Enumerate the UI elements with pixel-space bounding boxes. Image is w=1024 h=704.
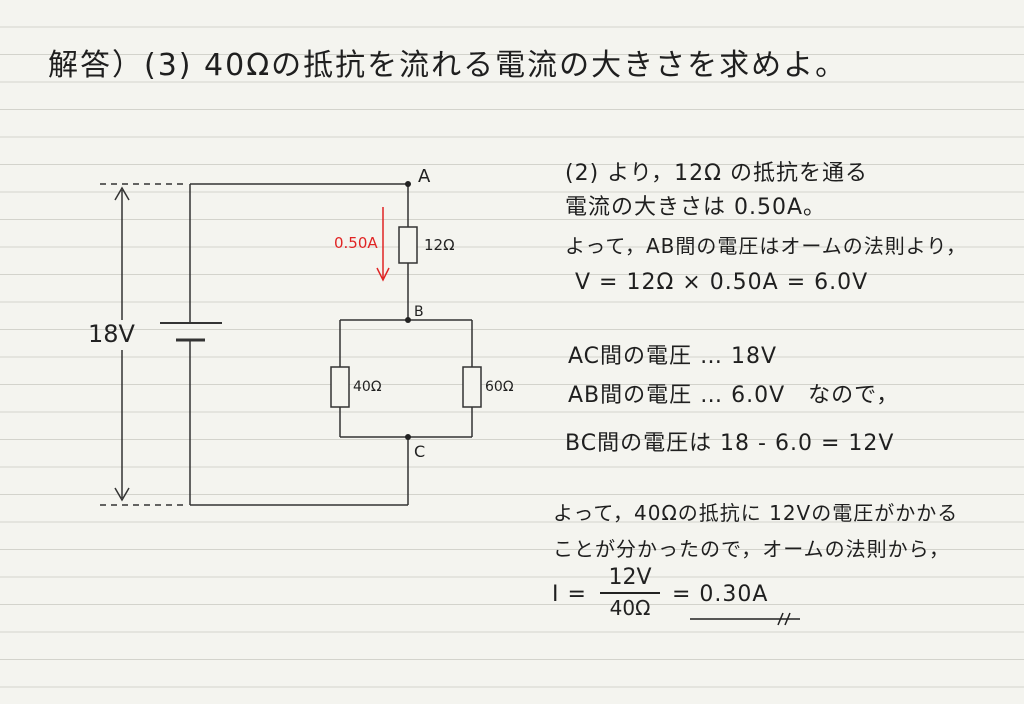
answer-underline — [690, 612, 800, 626]
label-r60: 60Ω — [485, 379, 514, 395]
current-arrow-head — [376, 267, 390, 282]
resistor-12 — [398, 226, 418, 264]
label-a: A — [418, 166, 431, 187]
fraction-bar — [600, 592, 660, 594]
node-c — [405, 434, 411, 440]
fraction-denominator: 40Ω — [609, 595, 651, 620]
explanation-line-4: よって，40Ωの抵抗に 12Vの電圧がかかる — [553, 501, 959, 525]
explanation-line-1: (2) より，12Ω の抵抗を通る — [565, 161, 868, 186]
fraction-numerator: 12V — [608, 565, 652, 590]
voltage-arrow-head-up — [114, 186, 130, 201]
voltage-bc: BC間の電圧は 18 - 6.0 = 12V — [565, 431, 895, 456]
node-b — [405, 317, 411, 323]
resistor-60 — [462, 366, 482, 408]
fraction: 12V 40Ω — [600, 565, 660, 620]
explanation-line-3: よって，AB間の電圧はオームの法則より， — [565, 234, 968, 258]
voltage-ab: AB間の電圧 … 6.0V なので， — [568, 383, 900, 408]
label-r12: 12Ω — [424, 236, 455, 254]
equation-current-answer: = 0.30A — [672, 582, 769, 607]
label-r40: 40Ω — [353, 379, 382, 395]
voltage-ac: AC間の電圧 … 18V — [568, 344, 778, 369]
resistor-40 — [330, 366, 350, 408]
voltage-arrow-head-down — [114, 487, 130, 502]
explanation-line-5: ことが分かったので，オームの法則から， — [553, 537, 950, 561]
equation-voltage-ab: V = 12Ω × 0.50A = 6.0V — [575, 270, 869, 295]
equation-current-lhs: I = — [552, 582, 587, 607]
explanation-line-2: 電流の大きさは 0.50A。 — [565, 195, 827, 220]
label-battery-voltage: 18V — [88, 320, 136, 348]
label-current: 0.50A — [334, 234, 378, 252]
label-b: B — [414, 304, 424, 320]
node-a — [405, 181, 411, 187]
problem-title: 解答）(3) 40Ωの抵抗を流れる電流の大きさを求めよ。 — [48, 48, 848, 83]
label-c: C — [414, 442, 425, 461]
